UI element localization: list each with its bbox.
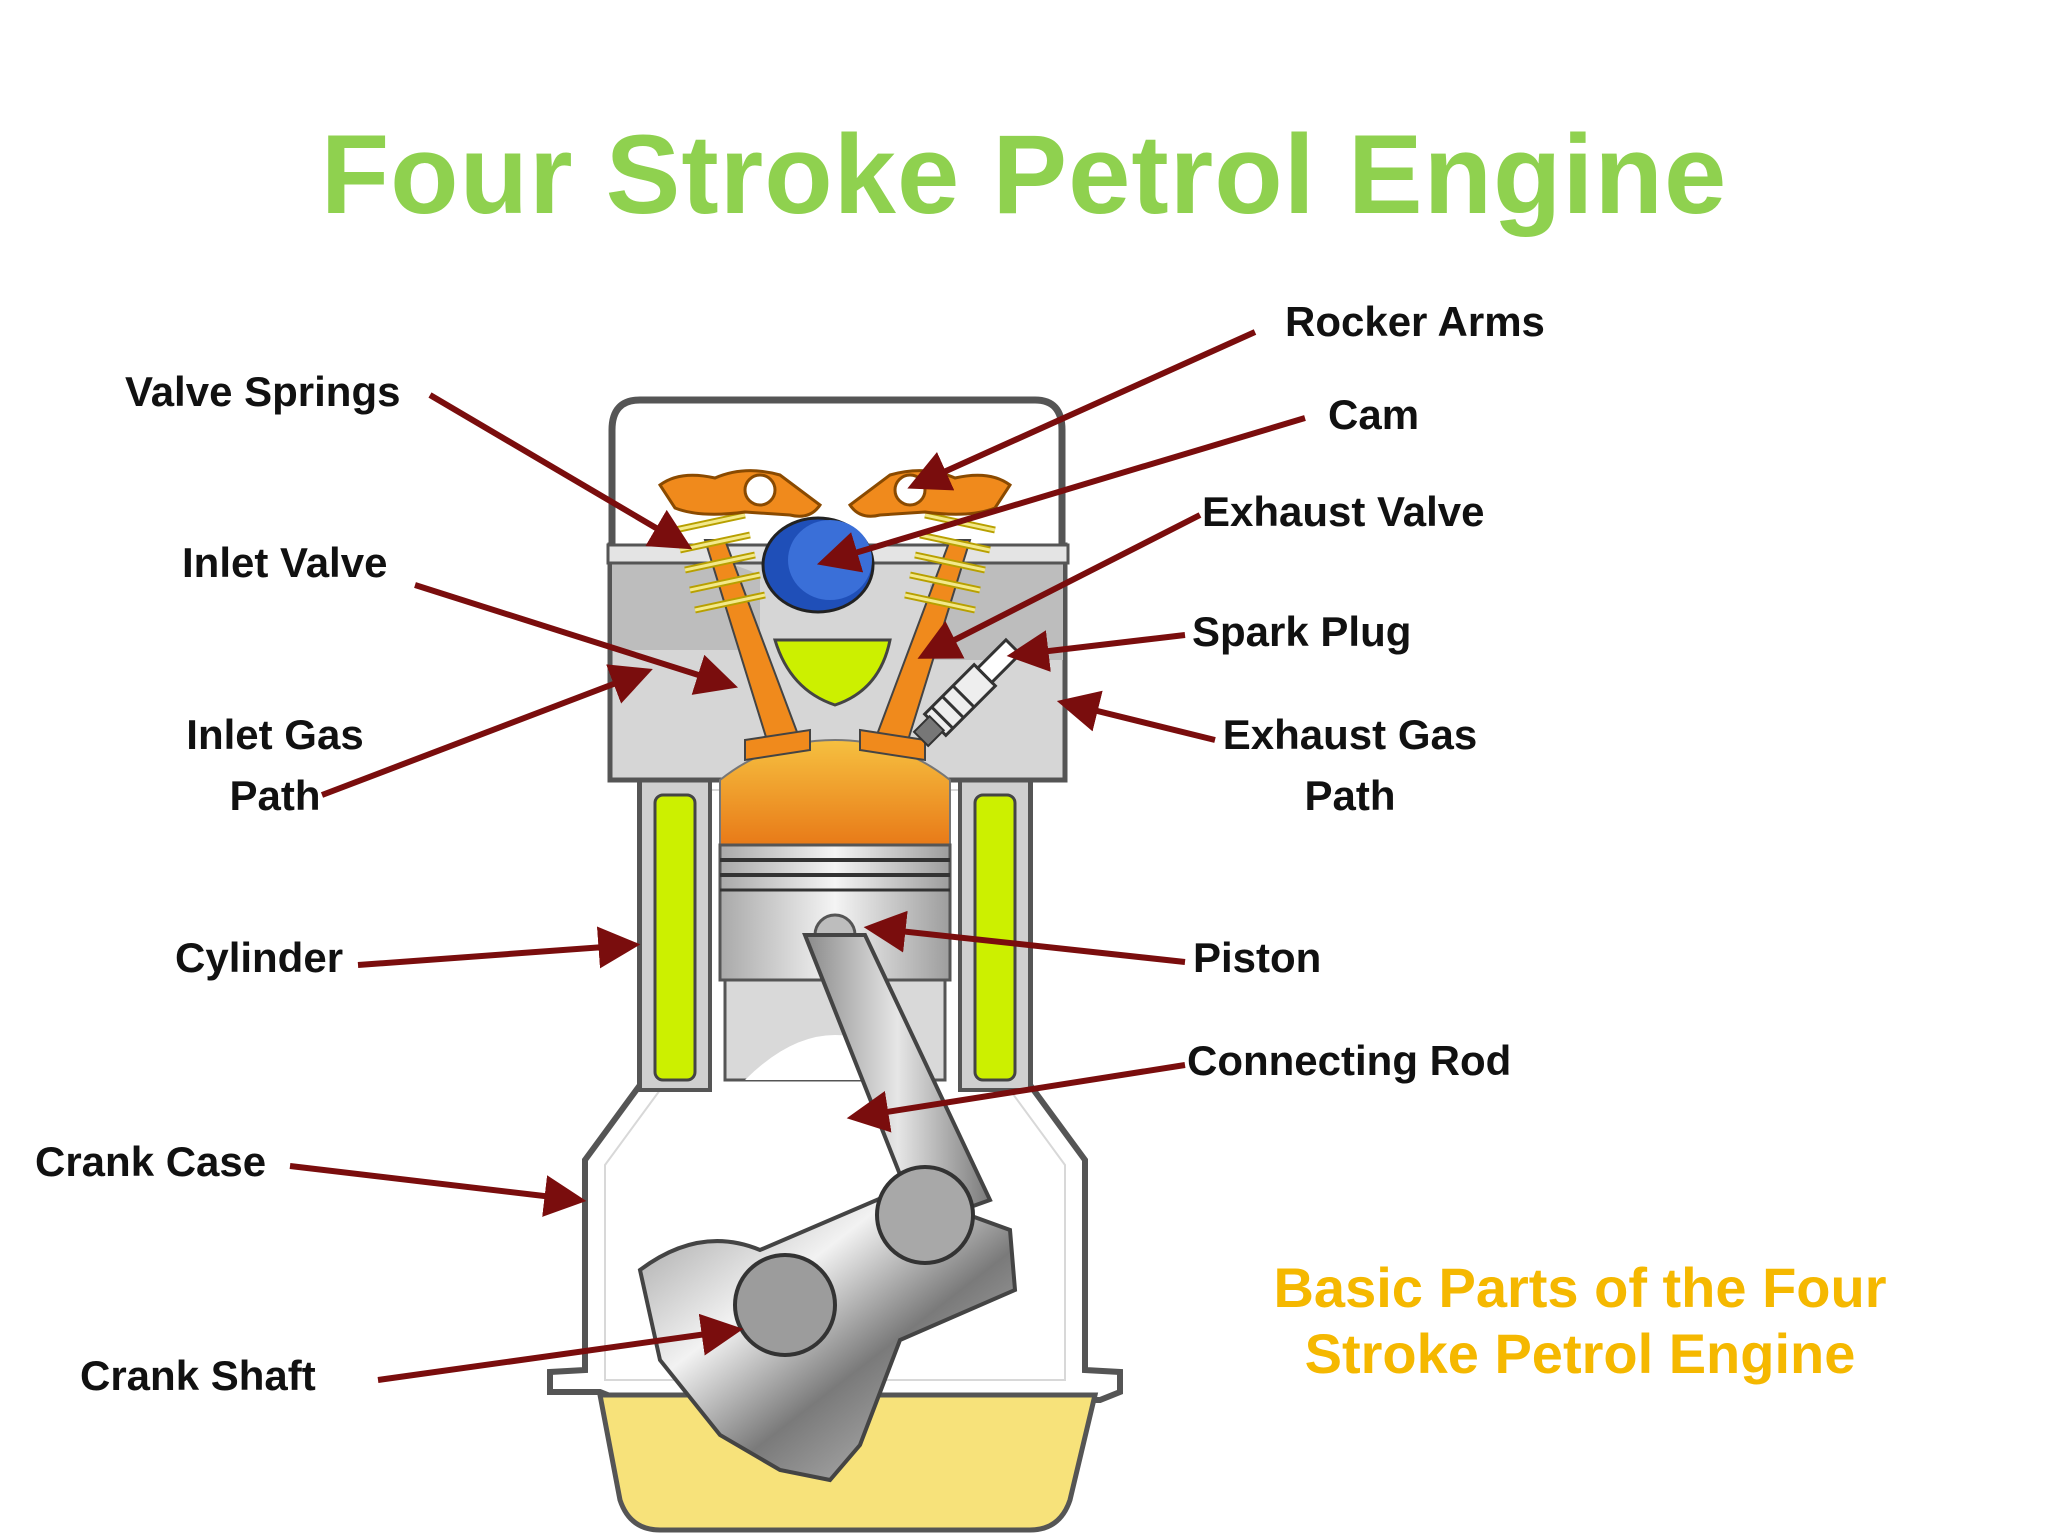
arrow-crank-case (289, 1163, 587, 1217)
rocker-arms (657, 469, 1013, 518)
page-title: Four Stroke Petrol Engine (320, 112, 1728, 237)
label-cam: Cam (1328, 391, 1420, 438)
arrow-cylinder (357, 926, 641, 969)
arrow-crank-shaft (377, 1313, 744, 1383)
label-connecting-rod: Connecting Rod (1187, 1037, 1512, 1084)
arrow-connecting-rod (846, 1062, 1186, 1133)
label-inlet-gas-path-line2: Path (229, 771, 321, 819)
crank-shaft (637, 1165, 1018, 1483)
cam (761, 516, 875, 614)
label-crank-case: Crank Case (35, 1138, 267, 1185)
arrow-piston (863, 910, 1186, 965)
arrow-rocker-arms (907, 329, 1257, 491)
label-inlet-valve: Inlet Valve (182, 539, 388, 586)
label-piston: Piston (1193, 934, 1322, 981)
arrow-cam (816, 415, 1306, 573)
label-inlet-gas-path-line1: Inlet Gas (186, 711, 364, 758)
label-exhaust-gas-path-line1: Exhaust Gas (1222, 711, 1478, 758)
arrow-inlet-gas-path (320, 664, 653, 798)
label-exhaust-valve: Exhaust Valve (1202, 488, 1485, 535)
arrow-spark-plug (1006, 630, 1186, 672)
arrow-inlet-valve (414, 582, 739, 695)
label-valve-springs: Valve Springs (125, 368, 401, 415)
label-spark-plug: Spark Plug (1192, 608, 1412, 655)
arrow-valve-springs (428, 392, 693, 550)
arrow-exhaust-valve (917, 512, 1202, 659)
arrow-exhaust-gas-path (1056, 690, 1216, 743)
label-exhaust-gas-path-line2: Path (1304, 771, 1396, 819)
cylinder-walls (638, 773, 1032, 1092)
leader-arrows (289, 329, 1306, 1383)
caption: Basic Parts of the Four Stroke Petrol En… (1273, 1256, 1887, 1386)
label-cylinder: Cylinder (175, 934, 344, 981)
label-exhaust-gas-path: Exhaust Gas Path (1195, 705, 1505, 827)
label-crank-shaft: Crank Shaft (80, 1352, 316, 1399)
label-inlet-gas-path: Inlet Gas Path (130, 705, 420, 827)
label-rocker-arms: Rocker Arms (1285, 298, 1545, 345)
coolant-jacket-left (653, 793, 697, 1082)
coolant-head (772, 638, 892, 707)
